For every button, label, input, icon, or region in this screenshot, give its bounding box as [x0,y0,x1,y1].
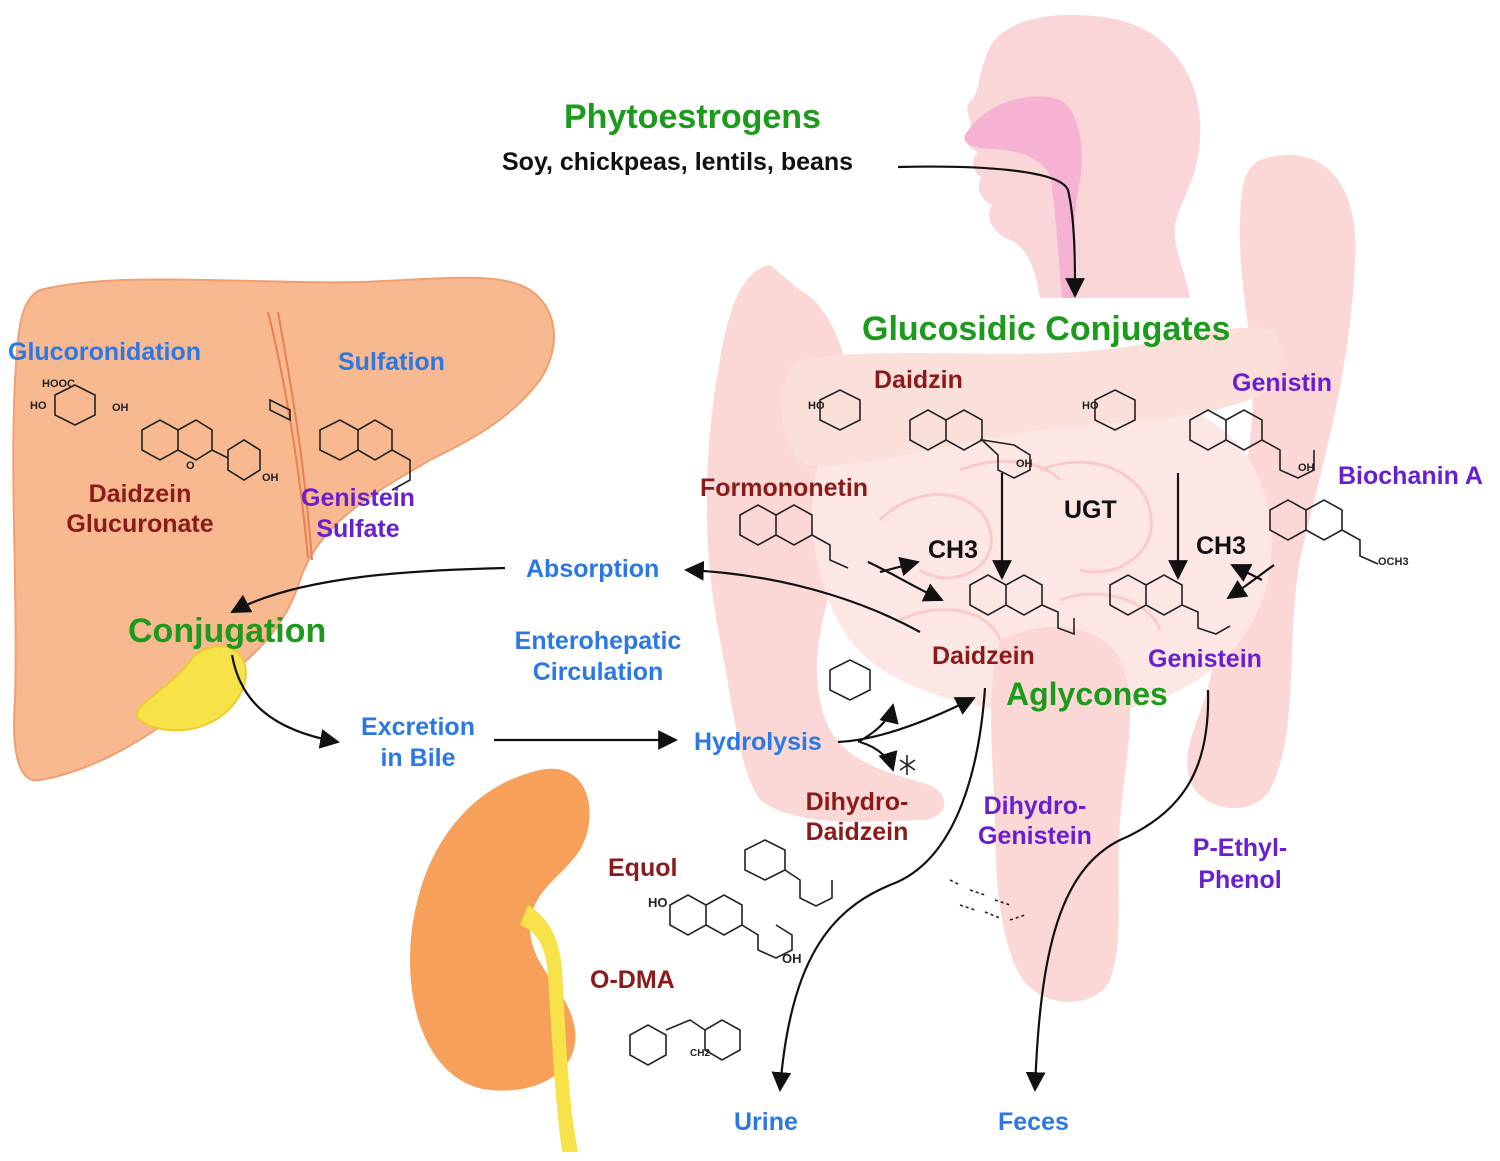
p-ethyl-phenol-line2: Phenol [1198,866,1282,894]
formononetin-label: Formononetin [700,474,869,502]
och3-text: OCH3 [1378,556,1409,568]
glucosidic-conjugates-heading: Glucosidic Conjugates [862,310,1231,348]
daidzein-glucuronate-line2: Glucuronate [66,510,214,538]
chemical-structure-icon [54,384,1379,1066]
oh-text: OH [262,472,279,484]
daidzin-label: Daidzin [874,366,963,394]
urine-label: Urine [734,1108,798,1136]
feces-label: Feces [998,1108,1069,1136]
oh-text: OH [782,951,802,966]
dihydro-genistein-line1: Dihydro- [983,792,1087,820]
ho-text: HO [30,400,47,412]
conjugation-heading: Conjugation [128,612,327,650]
dihydro-daidzein-line1: Dihydro- [805,788,909,816]
enterohepatic-line2: Circulation [532,658,664,686]
excretion-line2: in Bile [380,744,456,772]
ugt-label: UGT [1064,496,1117,524]
equol-label: Equol [608,854,678,882]
oh-text: OH [1016,458,1033,470]
o-text: O [186,460,195,472]
ho-text: HO [648,895,668,910]
dihydro-genistein-line2: Genistein [978,822,1092,850]
liver-icon [12,276,555,782]
flow-arrow-icon [230,165,1275,1092]
oh-text: OH [1298,462,1315,474]
biochanin-a-label: Biochanin A [1338,462,1483,490]
genistein-label: Genistein [1148,645,1262,673]
gallbladder-icon [136,645,247,732]
p-ethyl-phenol-line1: P-Ethyl- [1192,834,1288,862]
genistein-sulfate-line1: Genistein [301,484,415,512]
ch3-left-label: CH3 [928,536,979,564]
absorption-label: Absorption [526,555,660,583]
ch3-right-label: CH3 [1196,532,1247,560]
daidzein-label: Daidzein [932,642,1035,670]
hooc-text: HOOC [42,378,75,390]
daidzein-glucuronate-line1: Daidzein [88,480,192,508]
title: Phytoestrogens [564,98,821,136]
kidney-icon [410,768,590,1091]
ch2-text: CH2 [690,1048,711,1059]
excretion-line1: Excretion [361,713,475,741]
hydrolysis-label: Hydrolysis [694,728,822,756]
ureter-icon [520,905,578,1152]
food-sources: Soy, chickpeas, lentils, beans [502,148,854,176]
head-silhouette-icon [964,14,1201,299]
ho-text: HO [808,400,825,412]
ho-text: HO [1082,400,1099,412]
oh-text: OH [112,402,129,414]
dihydro-daidzein-line2: Daidzein [805,818,909,846]
glucoronidation-label: Glucoronidation [8,338,202,366]
genistein-sulfate-line2: Sulfate [316,515,400,543]
enterohepatic-line1: Enterohepatic [514,627,682,655]
sulfation-label: Sulfation [338,348,445,376]
aglycones-heading: Aglycones [1006,676,1168,712]
o-dma-label: O-DMA [590,966,675,994]
genistin-label: Genistin [1232,369,1333,397]
